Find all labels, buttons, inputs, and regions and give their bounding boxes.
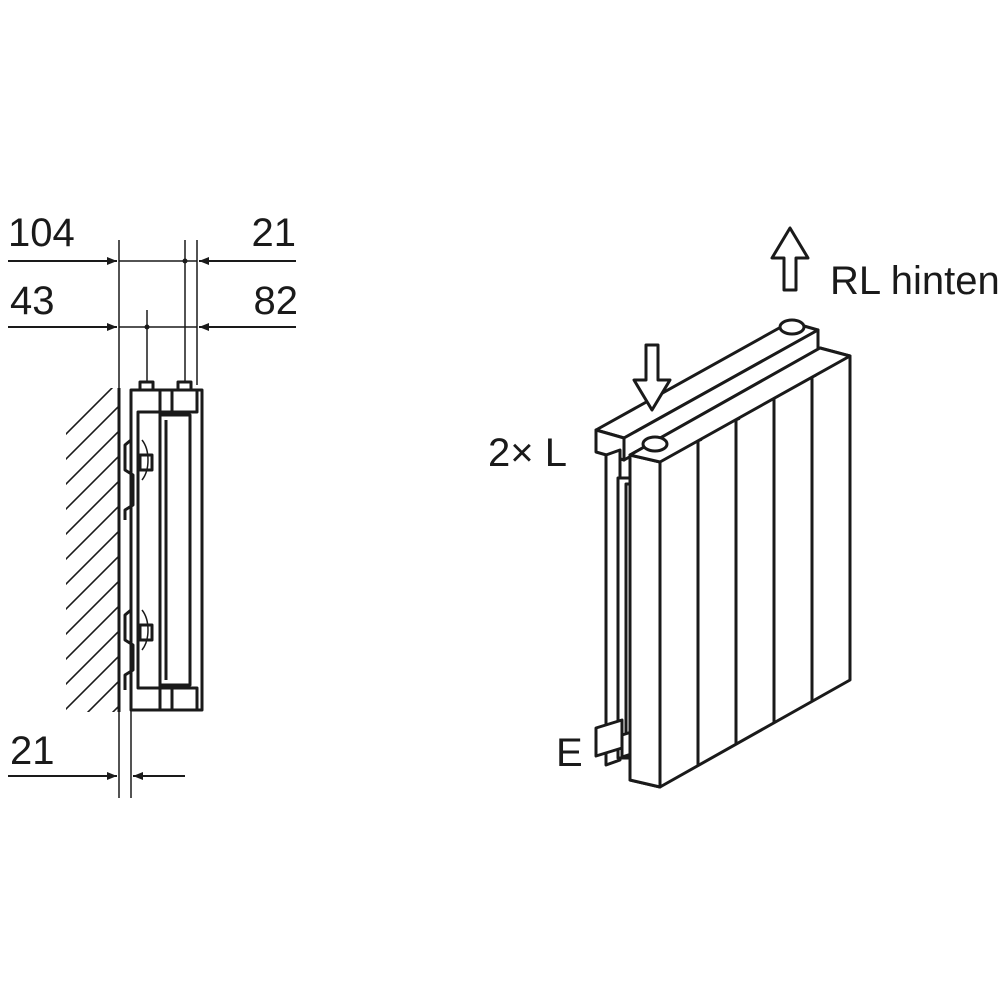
wall-hatching (66, 388, 118, 712)
iso-view: RL hinten 2× L E (488, 226, 1000, 789)
dim-total-depth: 104 (8, 211, 75, 255)
dim-front-offset: 21 (252, 211, 297, 255)
side-view: 104 21 43 82 21 (8, 211, 298, 798)
dim-bottom-offset: 21 (10, 729, 55, 773)
dim-axis-spacing: 82 (254, 279, 299, 323)
return-arrow-icon (770, 226, 810, 292)
drain-label: E (556, 731, 583, 775)
return-label: RL hinten (830, 259, 1000, 303)
inlet-arrow-icon (632, 343, 672, 412)
dim-wall-to-axis: 43 (10, 279, 55, 323)
radiator-side-section (123, 380, 204, 712)
inlet-label: 2× L (488, 431, 567, 475)
